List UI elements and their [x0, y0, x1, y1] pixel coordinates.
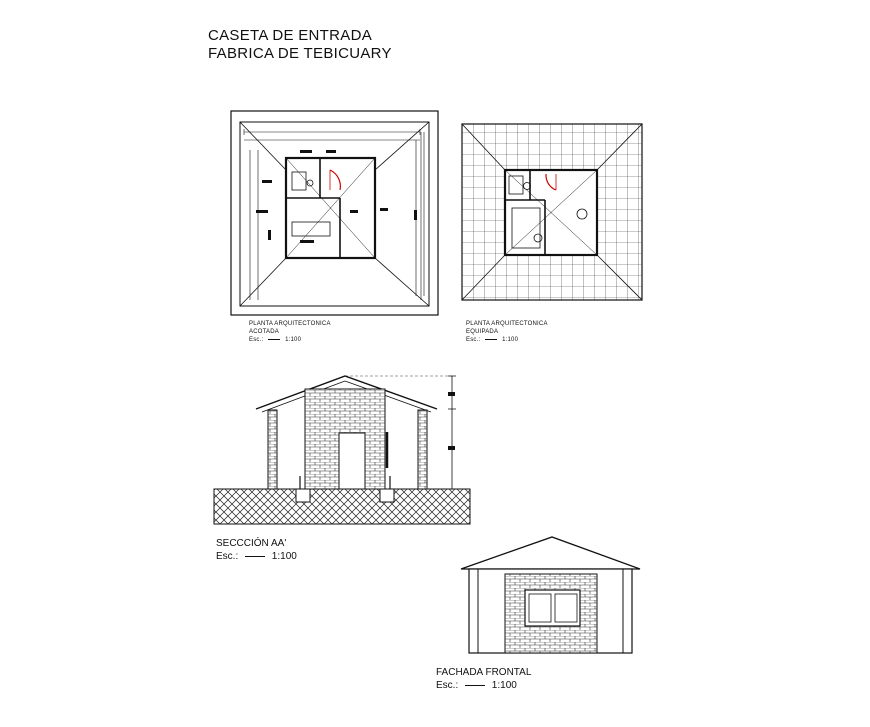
- scale-prefix: Esc.:: [249, 337, 264, 343]
- sheet-title: CASETA DE ENTRADA FABRICA DE TEBICUARY: [208, 27, 392, 63]
- scale-prefix: Esc.:: [436, 680, 459, 691]
- scale-value: 1:100: [285, 337, 302, 343]
- section-caption: SECCCIÓN AA' Esc.: 1:100: [216, 537, 297, 563]
- scale-bar: [268, 338, 281, 340]
- facade-scale: Esc.: 1:100: [436, 679, 531, 692]
- plan-equipada-scale: Esc.: 1:100: [466, 336, 548, 344]
- facade-drawing: [460, 536, 641, 654]
- plan-equipada-caption: PLANTA ARQUITECTONICA EQUIPADA Esc.: 1:1…: [466, 320, 548, 344]
- plan-acotada-caption: PLANTA ARQUITECTONICA ACOTADA Esc.: 1:10…: [249, 320, 331, 344]
- plan-equipada-label-2: EQUIPADA: [466, 329, 499, 335]
- facade-label: FACHADA FRONTAL: [436, 667, 532, 678]
- title-line-2: FABRICA DE TEBICUARY: [208, 45, 392, 62]
- plan-acotada-label-1: PLANTA ARQUITECTONICA: [249, 321, 331, 327]
- scale-prefix: Esc.:: [216, 551, 239, 562]
- section-scale: Esc.: 1:100: [216, 550, 297, 563]
- scale-bar: [245, 555, 266, 557]
- plan-equipada-label-1: PLANTA ARQUITECTONICA: [466, 321, 548, 327]
- plan-acotada-scale: Esc.: 1:100: [249, 336, 331, 344]
- section-label: SECCCIÓN AA': [216, 538, 287, 549]
- plan-equipada-drawing: [461, 123, 643, 301]
- section-drawing: [213, 375, 471, 525]
- scale-value: 1:100: [491, 680, 517, 691]
- scale-bar: [485, 338, 498, 340]
- scale-value: 1:100: [502, 337, 519, 343]
- title-line-1: CASETA DE ENTRADA: [208, 27, 373, 44]
- plan-acotada-drawing: [230, 110, 439, 316]
- plan-acotada-label-2: ACOTADA: [249, 329, 279, 335]
- scale-bar: [465, 684, 486, 686]
- scale-value: 1:100: [271, 551, 297, 562]
- facade-caption: FACHADA FRONTAL Esc.: 1:100: [436, 666, 531, 692]
- scale-prefix: Esc.:: [466, 337, 481, 343]
